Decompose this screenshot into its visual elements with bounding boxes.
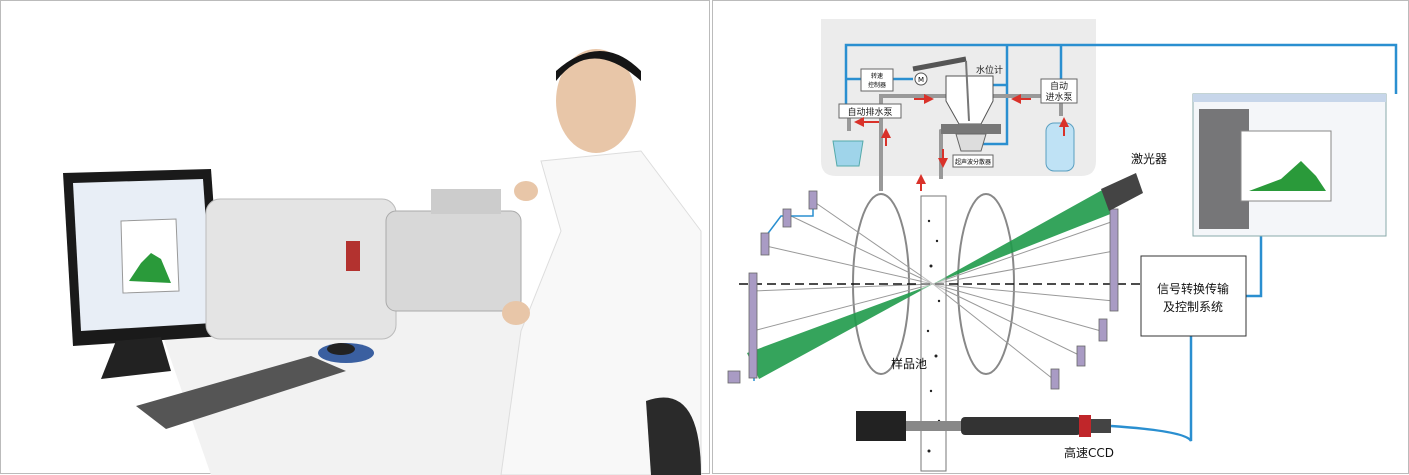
mouse	[327, 343, 355, 355]
monitor	[63, 169, 223, 379]
signal-system-label-1: 信号转换传输	[1157, 281, 1229, 296]
ultrasonic-disperser-box: 超声波分散器	[952, 154, 994, 168]
ccd-label: 高速CCD	[1064, 445, 1114, 460]
auto-inlet-pump-label-2: 进水泵	[1045, 91, 1072, 103]
laser-particle-analyzer	[205, 189, 522, 340]
signal-control-system-box: 信号转换传输 及控制系统	[1140, 255, 1247, 337]
speed-controller-box: 转速 控制器	[860, 68, 894, 92]
operator	[500, 49, 702, 475]
stirrer-shaft	[965, 60, 970, 122]
water-level-meter-label: 水位计	[976, 64, 1003, 76]
sample-cell-label: 样品池	[891, 356, 927, 371]
auto-drain-pump-box: 自动排水泵	[838, 103, 902, 119]
scattered-rays	[752, 200, 1115, 380]
detector-array	[727, 190, 1119, 390]
measurement-principle-diagram: M 转速 控制器 水位计 自动排水泵 自动 进水泵 超声波分散器	[712, 0, 1409, 474]
laser-beam	[747, 189, 1113, 379]
instrument-photo	[0, 0, 710, 475]
speed-controller-label-2: 控制器	[868, 81, 886, 89]
laser-emitter	[1101, 173, 1143, 211]
water-bottle-icon	[1045, 122, 1075, 172]
photo-illustration	[63, 49, 702, 475]
auto-inlet-pump-box: 自动 进水泵	[1040, 78, 1078, 104]
motor-icon	[914, 72, 928, 86]
laser-label: 激光器	[1131, 152, 1167, 166]
particles	[926, 219, 941, 453]
flow-arrows	[854, 94, 1069, 191]
signal-system-label-2: 及控制系统	[1163, 300, 1223, 314]
auto-drain-pump-label: 自动排水泵	[847, 106, 892, 118]
drain-bucket-icon	[832, 140, 864, 167]
speed-controller-label-1: 转速	[871, 72, 883, 80]
tank-base	[941, 124, 1001, 134]
keyboard	[136, 356, 346, 429]
ultrasonic-horn	[955, 133, 987, 152]
high-speed-ccd	[856, 411, 1111, 441]
diagram-svg: M 转速 控制器 水位计 自动排水泵 自动 进水泵 超声波分散器	[727, 19, 1398, 472]
motor-label: M	[918, 76, 924, 84]
software-screen	[1192, 93, 1387, 237]
ultrasonic-disperser-label: 超声波分散器	[955, 158, 991, 166]
auto-inlet-pump-label-1: 自动	[1050, 80, 1068, 92]
stirrer-arm	[912, 56, 967, 72]
